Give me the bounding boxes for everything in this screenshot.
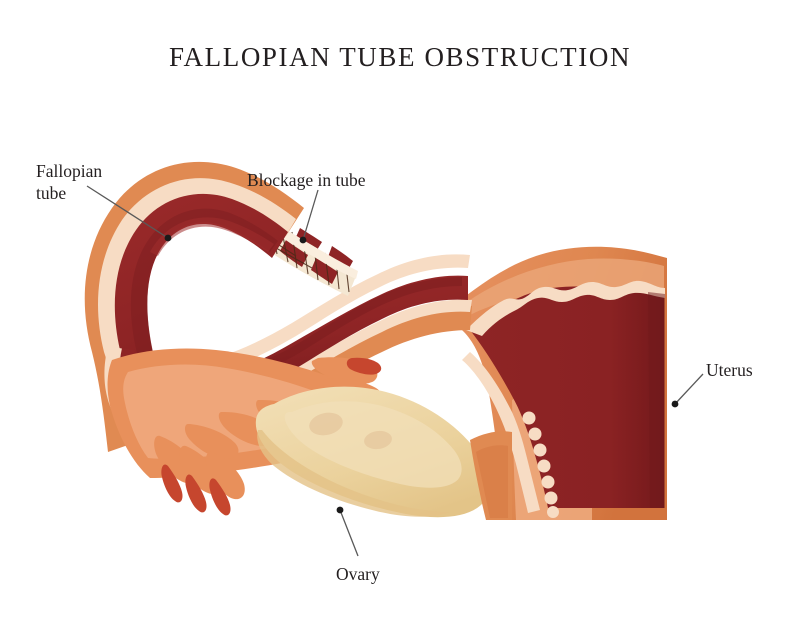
uterus-lower-wedge — [470, 431, 512, 520]
page-title: FALLOPIAN TUBE OBSTRUCTION — [168, 42, 632, 72]
uterus-endometrial-cavity — [470, 286, 664, 508]
label-fallopian-tube: Fallopian tube — [36, 161, 103, 204]
uterus-group — [438, 246, 667, 520]
leader-line-uterus — [674, 373, 704, 405]
fimbriae-tips-red — [161, 357, 382, 516]
ovary-follicles — [309, 412, 392, 450]
leader-line-blockage — [302, 189, 319, 241]
uterus-cavity-cut-shadow — [648, 292, 665, 508]
label-blockage-in-tube: Blockage in tube — [247, 170, 366, 190]
anchor-dot-fallopian-tube — [164, 234, 172, 242]
leader-dots-group — [164, 234, 679, 514]
tube-arch-outer-wall — [84, 161, 304, 452]
ovary-shadow — [257, 430, 450, 517]
broad-ligament-group — [470, 431, 512, 520]
anchor-dot-ovary — [336, 506, 344, 514]
tube-arch-lumen-shadow — [130, 208, 278, 437]
leader-lines-group — [86, 185, 704, 557]
uterus-endometrium-scallops — [522, 411, 559, 518]
tube-lumen-shadow-proximal — [246, 277, 462, 377]
tube-arch-highlight — [150, 217, 274, 256]
leader-line-ovary — [339, 509, 359, 557]
tube-upper-wall-proximal — [222, 254, 470, 369]
uterus-endometrium-lining-lower — [462, 352, 540, 513]
anchor-dot-blockage — [299, 236, 307, 244]
leader-line-fallopian-tube — [86, 185, 169, 239]
ovary-group — [255, 386, 490, 518]
uterus-endometrium-lining-upper — [466, 280, 665, 336]
label-uterus: Uterus — [706, 360, 753, 380]
label-ovary: Ovary — [336, 564, 380, 584]
anchor-dot-uterus — [671, 400, 679, 408]
uterus-lower-wedge-shade — [476, 445, 508, 518]
